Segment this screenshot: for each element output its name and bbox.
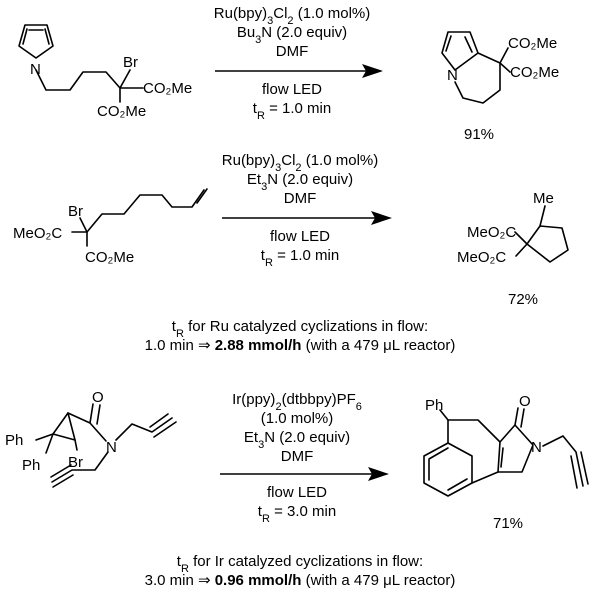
ester-label-bottom: MeO₂C [457, 249, 506, 266]
reaction-2-substrate: Br MeO₂C CO₂Me [13, 188, 208, 266]
alkene-double-bond [196, 188, 208, 204]
light-line: flow LED [262, 81, 322, 98]
base-line: Bu3N (2.0 equiv) [237, 24, 347, 46]
oxygen-label: O [92, 389, 104, 406]
cyclopentane-ring [526, 225, 569, 263]
catalyst-line: Ir(ppy)2(dtbbpy)PF6 [232, 391, 362, 413]
yield-label: 71% [493, 515, 523, 532]
yield-label: 91% [464, 126, 494, 143]
arrowhead [371, 211, 392, 225]
ester-label-top: CO₂Me [508, 35, 557, 52]
loading-line: (1.0 mol%) [261, 410, 334, 427]
light-line: flow LED [267, 484, 327, 501]
quaternary-carbon-bonds [71, 217, 88, 247]
ir-flow-note: tR for Ir catalyzed cyclizations in flow… [145, 553, 456, 589]
benzene-ring [423, 442, 473, 497]
oxygen-label: O [519, 393, 531, 410]
ester-label-top: CO₂Me [143, 80, 192, 97]
benzene-double-bonds [428, 447, 468, 491]
reaction-3: Ph Ph Br O N Ir(ppy)2(dtbbpy)PF6 (1.0 mo… [5, 389, 589, 532]
note-line-1: tR for Ir catalyzed cyclizations in flow… [177, 553, 423, 575]
pyrrole-ring [18, 24, 54, 59]
propargyl-left [51, 451, 109, 483]
pyrrolidinone-double-bond [500, 447, 504, 468]
alkyne-left-extra [50, 464, 74, 488]
reaction-3-product: Ph O N 71% [423, 393, 589, 532]
six-membered-ring [454, 52, 501, 104]
reaction-1-conditions: Ru(bpy)3Cl2 (1.0 mol%) Bu3N (2.0 equiv) … [214, 5, 383, 122]
pyrrolidinone-ring [497, 424, 534, 473]
time-line: tR = 1.0 min [261, 247, 339, 269]
ester-label-bottom: CO₂Me [510, 64, 559, 81]
alkyne-extra [570, 451, 589, 489]
ester-label-left: MeO₂C [13, 225, 62, 242]
n-atom-label: N [106, 439, 117, 456]
phenyl-bonds [35, 433, 78, 454]
carbonyl-bond [514, 407, 525, 428]
bromine-label: Br [68, 454, 83, 471]
bromine-label: Br [68, 203, 83, 220]
solvent-line: DMF [276, 43, 309, 60]
base-line: Et3N (2.0 equiv) [247, 171, 353, 193]
pyrrole-double-bonds [22, 28, 50, 45]
methyl-label: Me [533, 190, 554, 207]
propargyl-right [115, 417, 173, 441]
arrowhead [362, 64, 383, 78]
time-line: tR = 3.0 min [258, 503, 336, 525]
pyrrole-ring [441, 31, 479, 71]
bromine-label: Br [123, 54, 138, 71]
solvent-line: DMF [281, 448, 314, 465]
alkene-chain [86, 189, 205, 233]
yield-label: 72% [508, 291, 538, 308]
phenyl-label-2: Ph [22, 457, 40, 474]
ester-label-bottom: CO₂Me [85, 249, 134, 266]
substituent-bonds [514, 205, 546, 257]
seven-membered-ring [447, 419, 501, 484]
cyclopropane-ring [52, 412, 76, 441]
light-line: flow LED [270, 228, 330, 245]
ester-label-top: MeO₂C [467, 224, 516, 241]
n-atom-label: N [30, 61, 41, 78]
reaction-1-product: N CO₂Me CO₂Me 91% [441, 31, 559, 143]
reaction-2-product: Me MeO₂C MeO₂C 72% [457, 190, 569, 308]
reaction-1-substrate: N Br CO₂Me CO₂Me [18, 24, 192, 120]
arrowhead [368, 467, 389, 481]
note-line-2: 1.0 min ⇒ 2.88 mmol/h (with a 479 μL rea… [145, 337, 456, 354]
time-line: tR = 1.0 min [253, 100, 331, 122]
n-atom-label: N [447, 67, 458, 84]
reaction-2-conditions: Ru(bpy)3Cl2 (1.0 mol%) Et3N (2.0 equiv) … [222, 152, 392, 269]
solvent-line: DMF [284, 190, 317, 207]
ester-label-bottom: CO₂Me [97, 103, 146, 120]
catalyst-line: Ru(bpy)3Cl2 (1.0 mol%) [214, 5, 370, 27]
reaction-2: Br MeO₂C CO₂Me Ru(bpy)3Cl2 (1.0 mol%) Et… [13, 152, 569, 308]
base-line: Et3N (2.0 equiv) [244, 429, 350, 451]
ester-bonds [499, 47, 511, 73]
alkyne-right-extra [149, 413, 177, 438]
phenyl-bond [439, 409, 449, 421]
phenyl-label-1: Ph [5, 432, 23, 449]
note-line-1: tR for Ru catalyzed cyclizations in flow… [172, 318, 428, 340]
note-line-2: 3.0 min ⇒ 0.96 mmol/h (with a 479 μL rea… [145, 572, 456, 589]
alkyl-chain [35, 69, 121, 91]
n-atom-label: N [531, 439, 542, 456]
quaternary-carbon-bonds [119, 69, 144, 103]
reaction-1: N Br CO₂Me CO₂Me Ru(bpy)3Cl2 (1.0 mol%) … [18, 5, 559, 143]
propargyl-chain [542, 435, 584, 487]
phenyl-label: Ph [425, 397, 443, 414]
reaction-3-conditions: Ir(ppy)2(dtbbpy)PF6 (1.0 mol%) Et3N (2.0… [220, 391, 389, 525]
pyrrole-double-bonds [445, 35, 473, 53]
catalyst-line: Ru(bpy)3Cl2 (1.0 mol%) [222, 152, 378, 174]
ru-flow-note: tR for Ru catalyzed cyclizations in flow… [145, 318, 456, 354]
amide-bonds [67, 403, 107, 442]
reaction-3-substrate: Ph Ph Br O N [5, 389, 177, 488]
